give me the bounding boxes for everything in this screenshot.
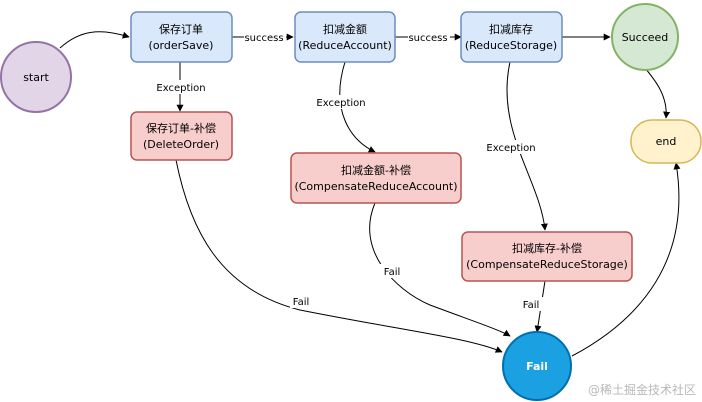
node-compensate-account: 扣减金额-补偿 (CompensateReduceAccount): [290, 152, 462, 204]
node-succeed: Succeed: [611, 3, 679, 71]
edge-label-exception-1: Exception: [156, 83, 205, 94]
succeed-circle: [611, 3, 679, 71]
order-save-line1: 保存订单: [159, 22, 203, 36]
edge-compensateaccount-to-fail: [369, 202, 511, 337]
node-start: start: [0, 41, 72, 113]
reduce-account-line1: 扣减金额: [323, 22, 367, 36]
order-save-line2: (orderSave): [149, 39, 214, 52]
order-save-box: [130, 11, 233, 63]
compensate-storage-line2: (CompensateReduceStorage): [466, 258, 628, 271]
compensate-storage-line1: 扣减库存-补偿: [512, 241, 582, 255]
start-label: start: [23, 71, 49, 84]
node-reduce-account: 扣减金额 (ReduceAccount): [294, 11, 396, 63]
compensate-account-line2: (CompensateReduceAccount): [294, 180, 457, 193]
node-reduce-storage: 扣减库存 (ReduceStorage): [460, 11, 563, 63]
edge-reduceaccount-to-compensate: [339, 61, 376, 153]
end-label: end: [656, 135, 677, 148]
reduce-account-box: [294, 11, 396, 63]
edge-start-to-ordersave: [59, 31, 130, 49]
edge-label-exception-2: Exception: [316, 98, 365, 109]
edge-label-success-2: success: [408, 33, 447, 44]
delete-order-line2: (DeleteOrder): [143, 138, 219, 151]
start-circle: [0, 41, 72, 113]
edge-labels: success success Exception Exception Exce…: [153, 30, 544, 311]
reduce-account-line2: (ReduceAccount): [298, 39, 392, 52]
delete-order-box: [130, 111, 233, 161]
node-compensate-storage: 扣减库存-补偿 (CompensateReduceStorage): [461, 231, 633, 282]
edge-label-fail-1: Fail: [293, 297, 310, 308]
edge-succeed-to-end: [644, 67, 671, 119]
compensate-account-box: [290, 152, 462, 204]
node-delete-order: 保存订单-补偿 (DeleteOrder): [130, 111, 233, 161]
reduce-storage-line2: (ReduceStorage): [465, 39, 557, 52]
fail-circle: [502, 331, 572, 401]
reduce-storage-box: [460, 11, 563, 63]
node-fail: Fail: [502, 331, 572, 401]
compensate-account-line1: 扣减金额-补偿: [341, 163, 411, 177]
node-order-save: 保存订单 (orderSave): [130, 11, 233, 63]
node-end: end: [630, 119, 702, 164]
end-shape: [630, 119, 702, 164]
edge-label-fail-2: Fail: [384, 267, 401, 278]
watermark: @稀土掘金技术社区: [588, 382, 696, 397]
edge-label-exception-3: Exception: [486, 143, 535, 154]
fail-label: Fail: [526, 360, 548, 373]
succeed-label: Succeed: [622, 31, 669, 44]
edge-fail-to-end: [571, 162, 681, 357]
edge-label-success-1: success: [244, 33, 283, 44]
delete-order-line1: 保存订单-补偿: [146, 121, 216, 135]
compensate-storage-box: [461, 231, 633, 282]
edge-deleteorder-to-fail: [175, 159, 503, 353]
edge-label-fail-3: Fail: [523, 300, 540, 311]
reduce-storage-line1: 扣减库存: [489, 22, 533, 36]
